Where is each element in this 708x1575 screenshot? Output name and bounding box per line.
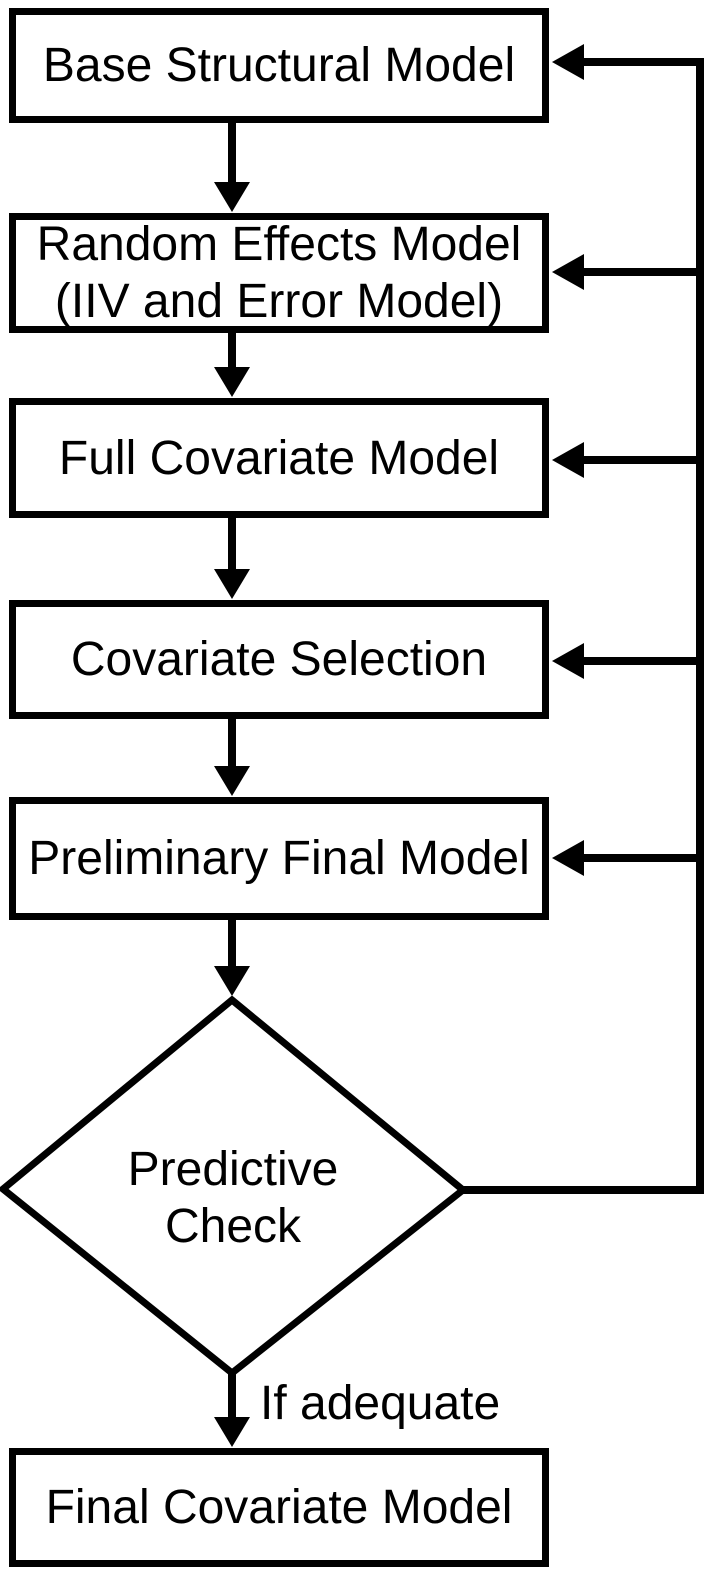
arrow-down-final-icon	[214, 1417, 250, 1447]
node-base-structural-model-label: Base Structural Model	[42, 39, 516, 92]
predictive-check-line2: Check	[164, 1200, 302, 1253]
node-base-structural-model: Base Structural Model	[9, 8, 549, 123]
node-full-covariate-model-label: Full Covariate Model	[58, 431, 500, 485]
node-preliminary-final-model-label: Preliminary Final Model	[28, 832, 530, 885]
edge-label-if-adequate: If adequate	[260, 1377, 501, 1430]
arrow-left-into-prelim-icon	[552, 840, 584, 876]
predictive-check-line1: Predictive	[127, 1143, 339, 1196]
arrow-left-into-covsel-icon	[552, 643, 584, 679]
arrow-left-into-fullcov-icon	[552, 442, 584, 478]
arrow-down-random-icon	[214, 182, 250, 212]
arrow-left-into-random-icon	[552, 254, 584, 290]
arrow-down-prelim-icon	[214, 766, 250, 796]
arrow-down-diamond-icon	[214, 966, 250, 996]
node-covariate-selection: Covariate Selection	[9, 600, 549, 719]
node-preliminary-final-model: Preliminary Final Model	[9, 797, 549, 920]
arrow-down-covsel-icon	[214, 569, 250, 599]
node-random-effects-model-label-line2: (IIV and Error Model)	[54, 275, 504, 328]
arrow-left-into-base-icon	[552, 44, 584, 80]
node-final-covariate-model-label: Final Covariate Model	[45, 1481, 513, 1534]
node-random-effects-model: Random Effects Model (IIV and Error Mode…	[9, 213, 549, 333]
arrow-down-fullcov-icon	[214, 367, 250, 397]
node-random-effects-model-label-line1: Random Effects Model	[36, 218, 522, 271]
node-covariate-selection-label: Covariate Selection	[70, 633, 488, 686]
node-predictive-check-label: Predictive Check	[103, 1141, 363, 1255]
node-final-covariate-model: Final Covariate Model	[9, 1448, 549, 1567]
node-full-covariate-model: Full Covariate Model	[9, 398, 549, 518]
